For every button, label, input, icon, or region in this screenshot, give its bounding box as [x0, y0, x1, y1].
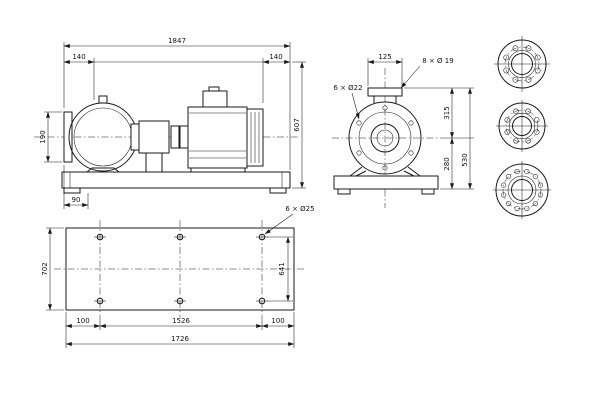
flange-top-bolt-holes [503, 45, 541, 83]
base-holes-label: 6 × Ø25 [285, 205, 314, 213]
dim-flange-label: 190 [39, 130, 47, 143]
dim-width-label: 702 [41, 262, 49, 275]
dim-foot-label: 90 [72, 196, 81, 204]
dim-top-label: 315 [443, 106, 451, 119]
flange-holes-label: 8 × Ø 19 [422, 57, 453, 65]
volute-front [348, 101, 422, 175]
casing-holes-label: 6 × Ø22 [333, 84, 362, 92]
dim-total-height-side: 607 [292, 61, 306, 189]
pump-volute-side [68, 95, 138, 172]
motor-feet [190, 167, 246, 173]
terminal-box [202, 90, 228, 108]
anchor-hole [256, 297, 268, 305]
discharge-flange [367, 87, 403, 103]
dim-margin-left-label: 100 [76, 317, 89, 325]
dim-height-label: 607 [293, 118, 301, 131]
seal-housing [130, 123, 140, 151]
motor [187, 86, 264, 173]
dim-hole-spacing-width: 641 [267, 236, 293, 302]
vent-plug [98, 95, 108, 104]
baseplate-side [61, 171, 291, 194]
anchor-hole [174, 297, 186, 305]
dim-overall-length: 1847 [63, 37, 291, 170]
dim-total-length-label: 1726 [171, 335, 189, 343]
pump-foot [85, 167, 121, 173]
support-legs [349, 166, 421, 177]
suction-flange-side [63, 111, 73, 163]
baseplate-end [333, 175, 439, 195]
anchor-hole [256, 233, 268, 241]
casing-bolts [356, 105, 414, 171]
dim-center-to-flange: 315 [404, 87, 474, 139]
dim-hole-length-label: 1526 [172, 317, 190, 325]
coupling [170, 125, 189, 149]
dim-foot-offset: 90 [63, 165, 89, 209]
plan-view: 6 × Ø25 702 641 100 1526 100 [41, 205, 315, 348]
flange-view-top [494, 36, 550, 92]
dim-total-label: 530 [461, 153, 469, 166]
flange-middle-bolt-holes [504, 108, 540, 144]
dim-margin-right-label: 100 [271, 317, 284, 325]
anchor-hole [174, 233, 186, 241]
dim-right-offset: 140 [262, 53, 291, 103]
side-view: 1847 140 140 190 90 [34, 37, 306, 209]
motor-body [187, 106, 248, 169]
flange-bottom-bolt-holes [501, 169, 543, 211]
flange-view-bottom [493, 161, 551, 219]
dim-bottom-label: 280 [443, 157, 451, 170]
dim-left-offset: 140 [63, 53, 95, 100]
flange-view-middle [496, 100, 548, 152]
casing-holes-callout: 6 × Ø22 [333, 84, 363, 120]
bearing-bracket [138, 120, 170, 173]
anchor-holes [94, 233, 268, 305]
cable-gland [208, 86, 220, 92]
fan-cover [246, 108, 264, 167]
dim-base-width: 702 [41, 227, 64, 311]
base-holes-callout: 6 × Ø25 [264, 205, 315, 235]
anchor-hole [94, 297, 106, 305]
dim-flange-width-label: 125 [378, 53, 391, 61]
dim-overall-label: 1847 [168, 37, 186, 45]
dim-total-length: 1726 [65, 335, 295, 346]
dim-right-offset-label: 140 [269, 53, 282, 61]
dim-hole-width-label: 641 [278, 262, 286, 275]
end-view: 125 8 × Ø 19 6 × Ø22 315 280 530 [332, 53, 474, 208]
dim-discharge-flange-width: 125 [367, 53, 403, 86]
dim-flange-height: 190 [39, 111, 62, 163]
dim-total-height-end: 530 [461, 87, 472, 190]
flange-holes-callout: 8 × Ø 19 [400, 57, 454, 89]
dim-left-offset-label: 140 [72, 53, 85, 61]
anchor-hole [94, 233, 106, 241]
